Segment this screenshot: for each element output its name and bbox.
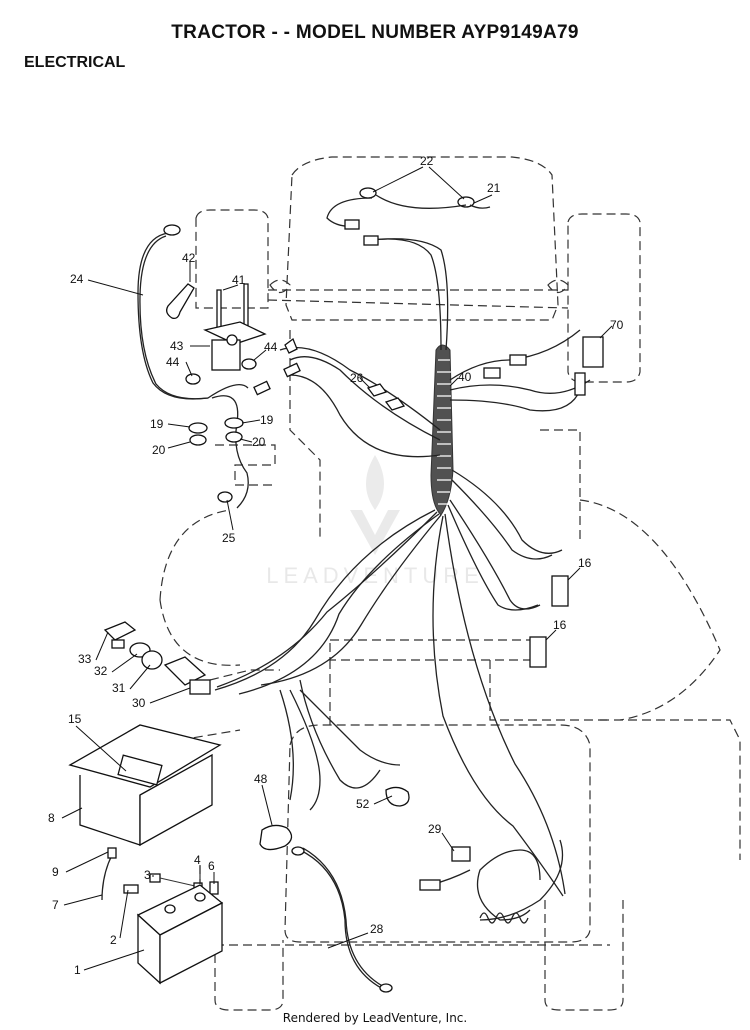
callout-26: 26	[350, 371, 364, 385]
callout-44a: 44	[166, 355, 180, 369]
callout-3: 3	[144, 868, 151, 882]
callouts: 22 21 24 42 41 70 43 44 44 26 40 19 19 2…	[48, 154, 624, 977]
section-label: ELECTRICAL	[24, 54, 126, 71]
callout-42: 42	[182, 251, 196, 265]
callout-40: 40	[458, 370, 472, 384]
callout-20a: 20	[152, 443, 166, 457]
callout-32: 32	[94, 664, 108, 678]
callout-52: 52	[356, 797, 370, 811]
callout-28: 28	[370, 922, 384, 936]
callout-15: 15	[68, 712, 82, 726]
callout-43: 43	[170, 339, 184, 353]
callout-44b: 44	[264, 340, 278, 354]
callout-4: 4	[194, 853, 201, 867]
callout-19a: 19	[150, 417, 164, 431]
callout-2: 2	[110, 933, 117, 947]
callout-25: 25	[222, 531, 236, 545]
page-title: TRACTOR - - MODEL NUMBER AYP9149A79	[171, 22, 579, 43]
callout-20b: 20	[252, 435, 266, 449]
callout-22: 22	[420, 154, 434, 168]
parts	[68, 187, 604, 993]
callout-19b: 19	[260, 413, 274, 427]
callout-9: 9	[52, 865, 59, 879]
callout-30: 30	[132, 696, 146, 710]
callout-41: 41	[232, 273, 246, 287]
callout-21: 21	[487, 181, 501, 195]
callout-16b: 16	[553, 618, 567, 632]
harness-loom	[430, 344, 454, 516]
callout-33: 33	[78, 652, 92, 666]
watermark: LEADVENTURE	[266, 455, 484, 588]
watermark-text: LEADVENTURE	[266, 563, 484, 588]
cables	[137, 232, 564, 991]
callout-8: 8	[48, 811, 55, 825]
callout-24: 24	[70, 272, 84, 286]
callout-1: 1	[74, 963, 81, 977]
callout-70: 70	[610, 318, 624, 332]
leader-lines	[61, 166, 613, 971]
callout-31: 31	[112, 681, 126, 695]
callout-16a: 16	[578, 556, 592, 570]
callout-7: 7	[52, 898, 59, 912]
callout-29: 29	[428, 822, 442, 836]
footer-credit: Rendered by LeadVenture, Inc.	[282, 1011, 468, 1025]
callout-6: 6	[208, 859, 215, 873]
callout-48: 48	[254, 772, 268, 786]
